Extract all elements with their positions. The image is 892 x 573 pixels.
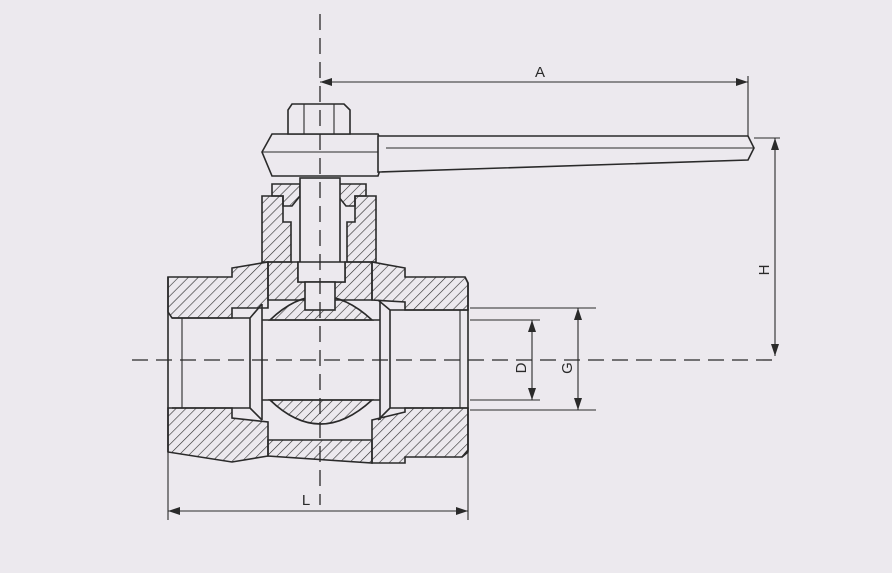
dimension-d: D (470, 319, 540, 401)
body-outline (167, 276, 469, 458)
stem-assembly (261, 177, 377, 311)
right-body-bottom-section (371, 407, 469, 464)
stem-lower (297, 261, 346, 283)
left-cap-bottom-section (167, 407, 269, 463)
dimension-label-d: D (513, 362, 530, 373)
lever-hub (261, 133, 387, 177)
dimension-label-a: A (535, 64, 545, 81)
right-body-top-section (371, 261, 469, 311)
dimension-h: H (754, 137, 780, 356)
dimension-label-g: G (559, 362, 576, 374)
seat-left (232, 303, 263, 421)
bonnet-right-wall (346, 195, 377, 263)
ball-bottom-section (268, 399, 375, 425)
dimension-l: L (167, 452, 469, 520)
stem-nut (287, 103, 351, 135)
dimension-a: A (320, 64, 749, 136)
dimension-label-h: H (756, 265, 773, 276)
lever-arm (377, 135, 755, 173)
lever-handle (261, 103, 755, 177)
dimension-g: G (470, 307, 596, 411)
dimension-label-l: L (302, 492, 310, 509)
left-cap-top-section (167, 261, 269, 319)
